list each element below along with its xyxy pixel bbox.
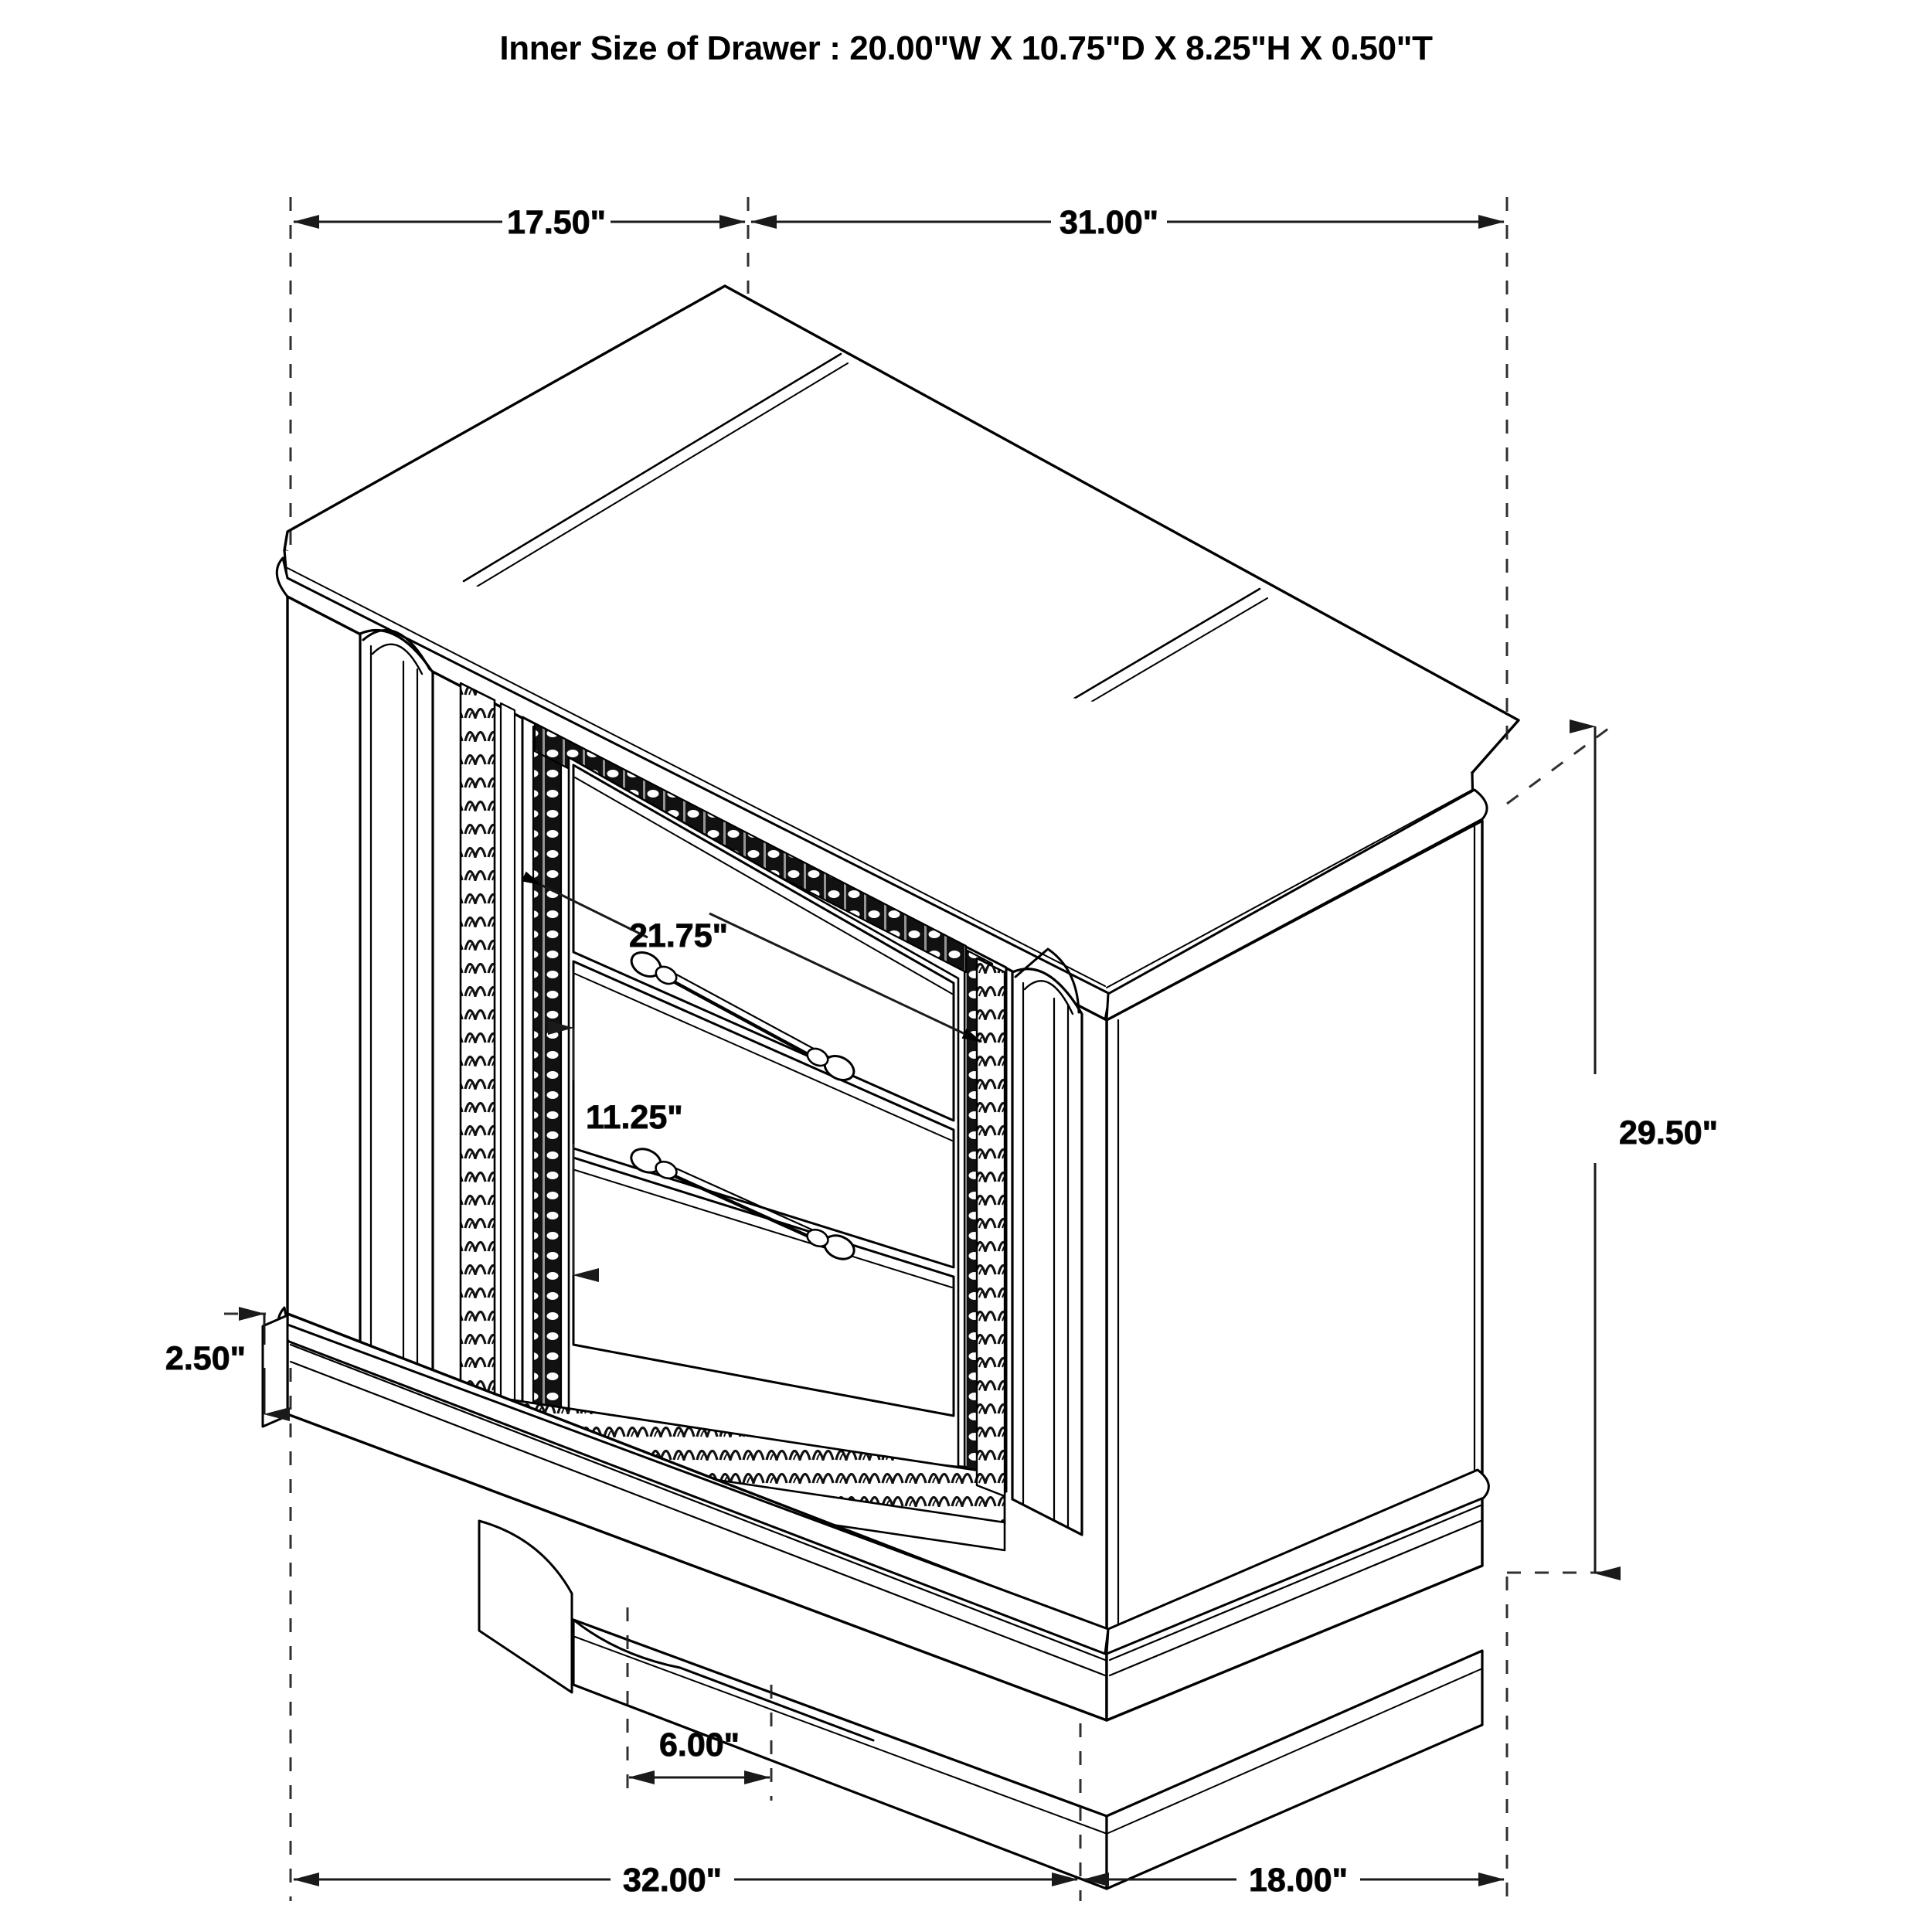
dimension-label-top-right: 31.00" bbox=[1060, 204, 1158, 241]
base-plinth bbox=[261, 1306, 1490, 1722]
drawer-front-2 bbox=[572, 960, 955, 1269]
page-title: Inner Size of Drawer : 20.00"W X 10.75"D… bbox=[499, 29, 1433, 67]
drawer-fronts bbox=[572, 764, 955, 1417]
dimension-label-drawer-width: 21.75" bbox=[629, 917, 728, 954]
cabinet-top-surface bbox=[275, 284, 1520, 1022]
drawer-handles bbox=[630, 951, 855, 1260]
cabinet-illustration bbox=[261, 284, 1520, 1890]
dimension-label-bottom-width: 32.00" bbox=[623, 1862, 722, 1899]
drawer-front-1 bbox=[572, 764, 955, 1122]
right-carved-leaf-band bbox=[975, 957, 1006, 1498]
left-carved-leaf-band bbox=[459, 682, 516, 1417]
drawer-handle-1 bbox=[630, 951, 855, 1082]
drawer-handle-2 bbox=[630, 1148, 855, 1260]
dimension-label-bottom-depth: 18.00" bbox=[1249, 1862, 1348, 1899]
dimension-label-base-height: 2.50" bbox=[165, 1340, 246, 1377]
base-apron-scallop bbox=[478, 1519, 1484, 1890]
dimension-label-overall-height: 29.50" bbox=[1619, 1114, 1718, 1151]
left-pilaster bbox=[359, 628, 434, 1393]
dimension-label-top-left: 17.50" bbox=[507, 204, 606, 241]
dimension-label-base-inset: 6.00" bbox=[659, 1726, 740, 1764]
dimension-lines: 17.50" 31.00" 21.75" 11.25" bbox=[165, 197, 1719, 1901]
dimension-label-drawer-stack-height: 11.25" bbox=[586, 1099, 683, 1136]
dimension-drawer-width-leader bbox=[521, 871, 982, 1043]
right-pilaster bbox=[1011, 947, 1083, 1536]
